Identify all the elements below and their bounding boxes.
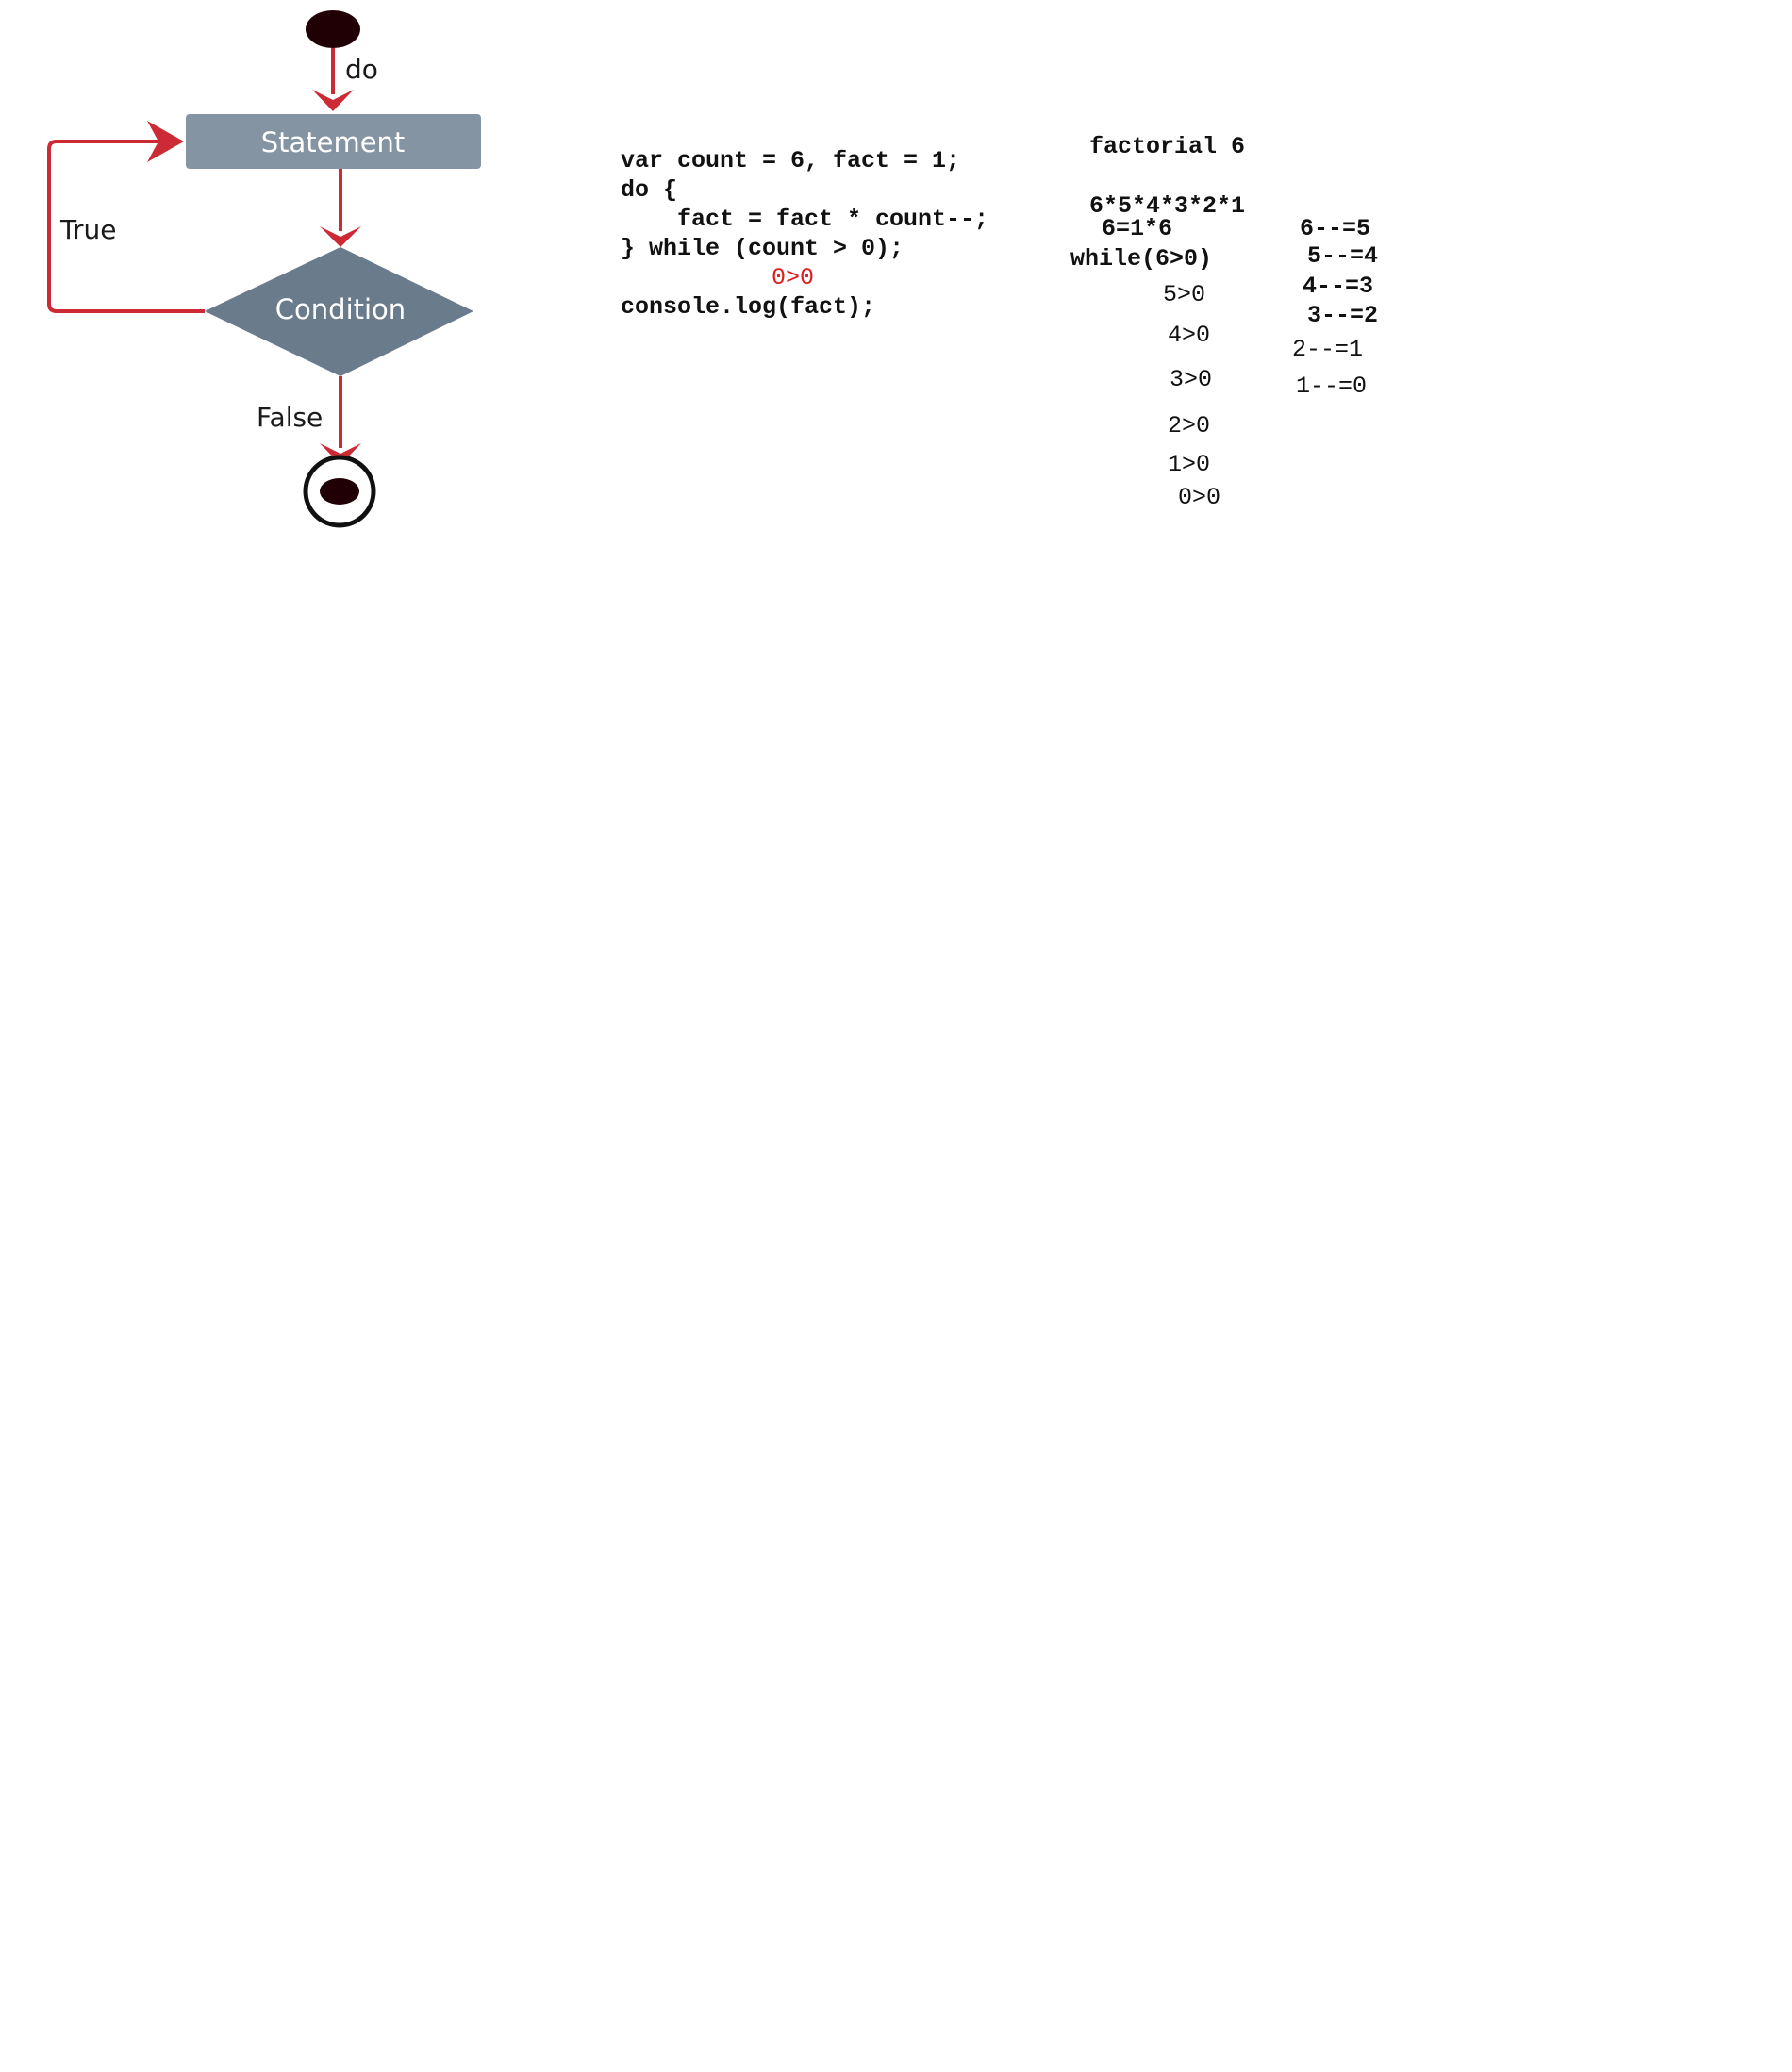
condition-diamond xyxy=(205,247,473,376)
end-node xyxy=(303,455,376,528)
trace-title: factorial 6 xyxy=(1089,133,1246,160)
trace-condition: 4>0 xyxy=(1168,322,1211,349)
condition-label: Condition xyxy=(275,293,406,325)
trace-first-step: 6=1*6 xyxy=(1102,215,1173,242)
trace-condition: 0>0 xyxy=(1178,484,1221,511)
code-line: var count = 6, fact = 1; xyxy=(621,147,961,174)
trace-decrement: 4--=3 xyxy=(1303,273,1374,300)
code-annotation: 0>0 xyxy=(772,264,815,291)
start-node xyxy=(306,10,360,48)
do-label: do xyxy=(345,54,378,85)
trace-condition: 2>0 xyxy=(1168,412,1211,439)
trace-condition: 5>0 xyxy=(1163,281,1206,308)
false-arrow xyxy=(320,376,361,465)
trace-decrement: 6--=5 xyxy=(1300,215,1371,242)
trace-decrement: 1--=0 xyxy=(1296,373,1368,400)
statement-to-condition-arrow xyxy=(320,169,361,247)
code-line: fact = fact * count--; xyxy=(621,206,989,233)
code-line: do { xyxy=(621,176,678,204)
trace-product: 6*5*4*3*2*1 xyxy=(1089,192,1246,220)
do-arrow xyxy=(312,48,354,111)
code-annotation-line: 0>0 xyxy=(621,263,988,292)
trace-condition: 3>0 xyxy=(1170,366,1213,393)
statement-label: Statement xyxy=(261,126,406,158)
trace-condition: 1>0 xyxy=(1168,451,1211,478)
code-block: var count = 6, fact = 1; do { fact = fac… xyxy=(621,146,988,322)
trace-decrement: 2--=1 xyxy=(1292,336,1364,363)
true-loop-arrow xyxy=(47,121,205,313)
false-label: False xyxy=(257,402,323,433)
statement-box xyxy=(186,114,481,169)
code-line: } while (count > 0); xyxy=(621,235,904,262)
trace-decrement: 5--=4 xyxy=(1307,242,1379,270)
trace-decrement: 3--=2 xyxy=(1307,302,1379,329)
trace-first-while: while(6>0) xyxy=(1070,245,1213,273)
true-label: True xyxy=(59,214,116,245)
do-while-flowchart: do Statement Condition True False xyxy=(47,10,481,528)
code-line: console.log(fact); xyxy=(621,293,876,321)
